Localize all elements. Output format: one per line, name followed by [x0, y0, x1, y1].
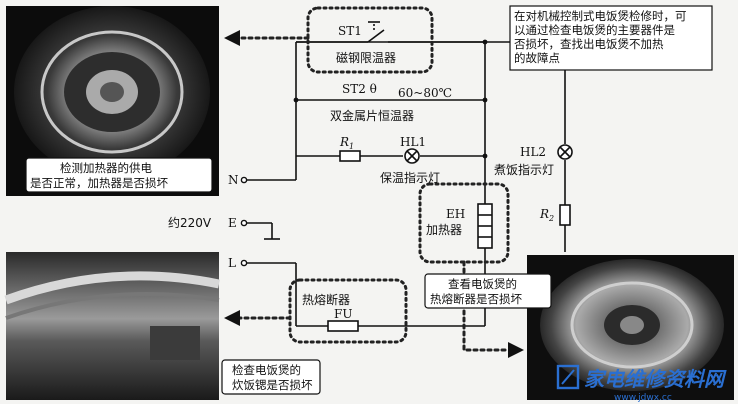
terminal-l-label: L	[228, 256, 236, 270]
watermark: 家电维修资料网 www.jdwx.cc	[556, 364, 727, 403]
note-line: 是否正常，加热器是否损坏	[30, 176, 168, 190]
photo-pot-inner	[4, 252, 220, 400]
watermark-logo-icon	[556, 364, 580, 390]
note-line: 否损坏，查找出电饭煲不加热	[514, 37, 664, 51]
r1-label: R1	[339, 135, 354, 151]
arrow-heads	[224, 30, 524, 358]
eh-heater	[477, 203, 493, 249]
eh-name: 加热器	[426, 223, 462, 237]
note-heater: 检测加热器的供电 是否正常，加热器是否损坏	[30, 161, 168, 190]
frame-fu	[288, 278, 408, 344]
hl2-label: HL2	[520, 145, 546, 159]
fu-label: FU	[334, 307, 352, 321]
arrow-st1-head	[224, 30, 240, 46]
frame-st1	[306, 6, 434, 74]
st2-range: 60~80℃	[398, 86, 452, 100]
terminal-circles	[240, 176, 248, 267]
arrow-eh-head	[508, 342, 524, 358]
r1-resistor	[339, 150, 361, 162]
r2-resistor	[559, 204, 571, 226]
note-box-top-right	[509, 5, 713, 71]
note-box-pot	[221, 359, 321, 395]
st1-label: ST1	[338, 24, 362, 38]
note-line: 在对机械控制式电饭煲检修时，可	[514, 9, 687, 23]
note-line: 以通过检查电饭煲的主要器件是	[514, 23, 675, 37]
note-line: 的故障点	[514, 51, 560, 65]
r2-label: R2	[539, 207, 554, 223]
hl1-lamp	[404, 148, 420, 164]
hl1-label: HL1	[400, 135, 426, 149]
st1-name: 磁钢限温器	[336, 50, 396, 65]
hl2-lamp	[557, 144, 573, 160]
eh-label: EH	[446, 207, 465, 221]
note-top-right: 在对机械控制式电饭煲检修时，可 以通过检查电饭煲的主要器件是 否损坏，查找出电饭…	[514, 9, 687, 65]
hl2-name: 煮饭指示灯	[494, 162, 554, 177]
st1-switch	[350, 21, 485, 43]
arrow-fu-head	[224, 310, 240, 326]
terminal-e-label: E	[228, 216, 237, 230]
note-line: 炊饭锶是否损坏	[232, 378, 313, 392]
note-pot: 检查电饭煲的 炊饭锶是否损坏	[232, 363, 313, 392]
photo-fuse-plate	[527, 255, 734, 400]
watermark-url: www.jdwx.cc	[614, 393, 672, 403]
note-line: 热熔断器是否损坏	[430, 292, 522, 306]
note-line: 检测加热器的供电	[60, 161, 152, 175]
note-box-heater	[25, 157, 213, 193]
note-line: 检查电饭煲的	[232, 363, 301, 377]
fu-name: 热熔断器	[302, 292, 350, 307]
hl1-name: 保温指示灯	[380, 170, 440, 185]
note-fuse: 查看电饭煲的 热熔断器是否损坏	[430, 277, 522, 306]
note-box-fuse	[424, 273, 552, 309]
fu-fuse	[327, 320, 359, 332]
watermark-brand: 家电维修资料网	[584, 367, 727, 391]
st2-name: 双金属片恒温器	[330, 108, 414, 123]
st2-label: ST2 θ	[342, 82, 377, 96]
note-line: 查看电饭煲的	[448, 277, 517, 291]
voltage-label: 约220V	[168, 215, 212, 230]
terminal-n-label: N	[228, 173, 239, 187]
